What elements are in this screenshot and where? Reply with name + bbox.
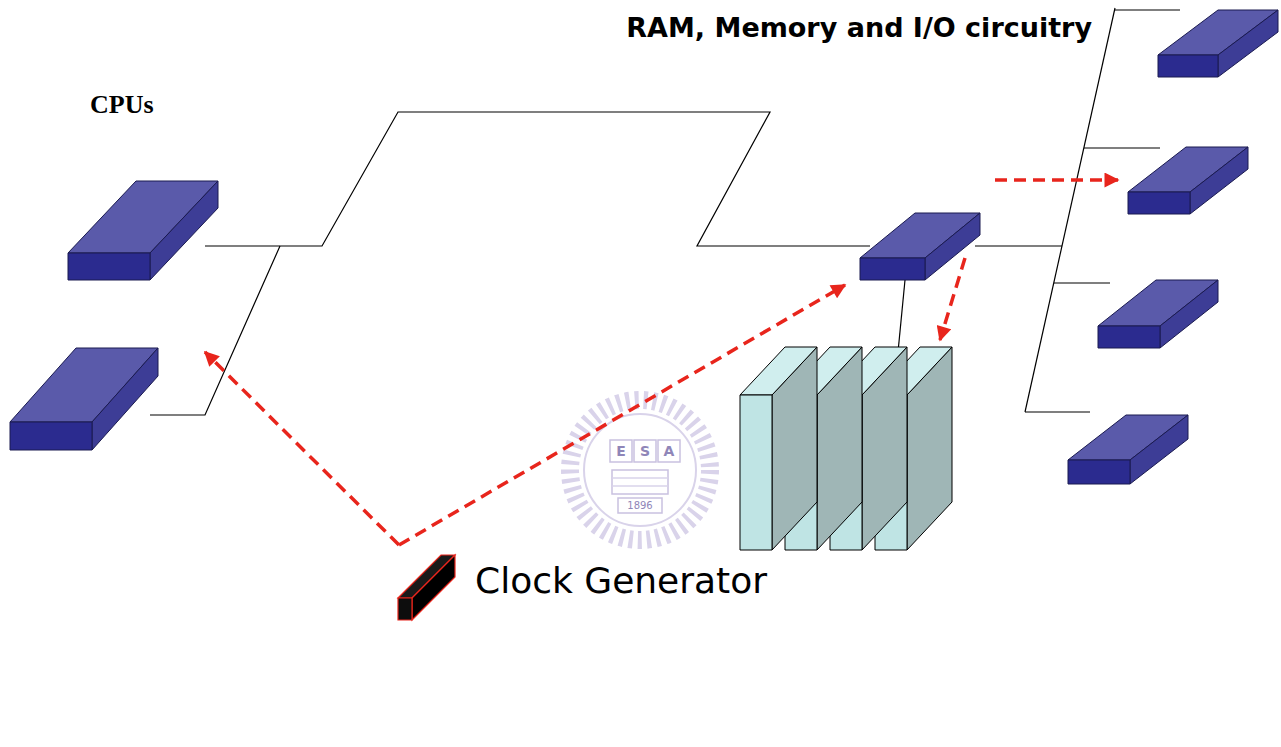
clock-signal-arrow <box>205 352 399 545</box>
watermark-logo <box>570 400 710 540</box>
memory-io-group: RAM, Memory and I/O circuitry <box>845 10 1275 500</box>
memory-module <box>740 347 952 550</box>
clock-generator: Clock Generator <box>395 545 810 625</box>
clock-signal-arrow <box>399 285 845 545</box>
cpu-group: CPUs <box>10 90 300 352</box>
watermark-text: S <box>634 440 656 462</box>
watermark-text: A <box>658 440 680 462</box>
clock-signal-arrow <box>940 180 1118 340</box>
group-heading: RAM, Memory and I/O circuitry <box>626 12 1092 43</box>
chip-face <box>412 555 455 620</box>
chip-face <box>398 598 412 620</box>
component-label: Clock Generator <box>475 560 767 601</box>
chip <box>10 10 1278 484</box>
bus-wires <box>150 8 1180 415</box>
watermark-text: E <box>610 440 632 462</box>
clock-chip-symbol <box>395 545 459 625</box>
watermark-text: 1896 <box>618 498 662 513</box>
group-heading: CPUs <box>90 90 154 120</box>
